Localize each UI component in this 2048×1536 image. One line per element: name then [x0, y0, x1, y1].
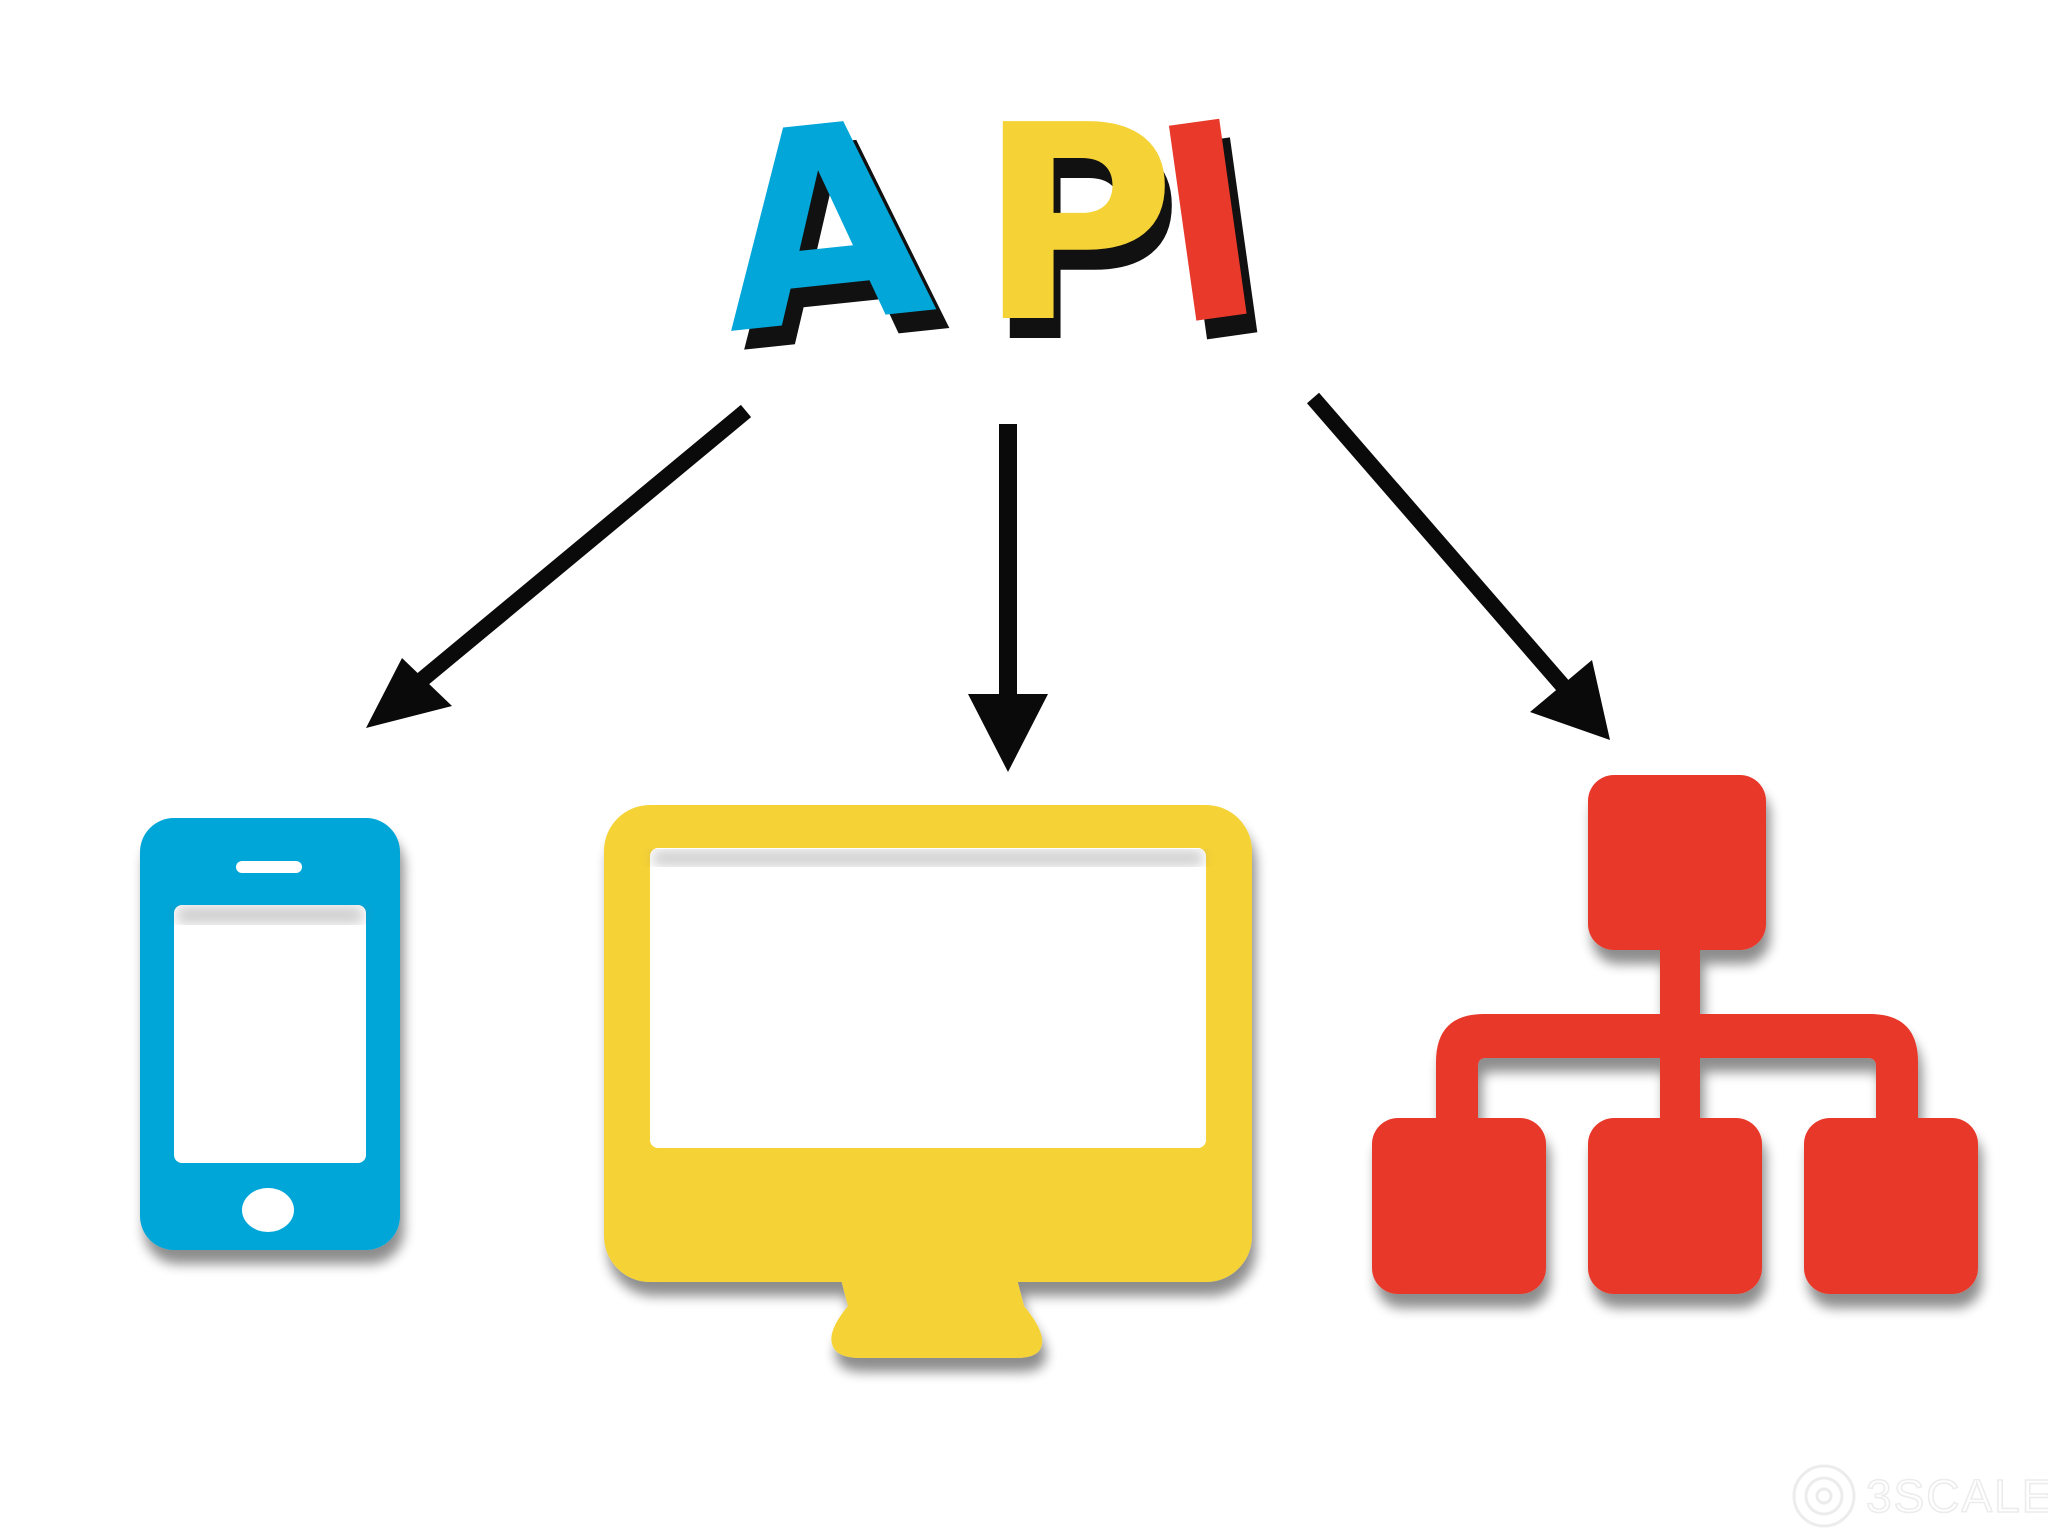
- desktop-monitor-icon: [604, 805, 1252, 1358]
- watermark-text: 3SCALE: [1866, 1470, 2048, 1522]
- svg-text:P: P: [985, 87, 1183, 402]
- svg-text:A: A: [717, 78, 960, 413]
- watermark-logo-icon: [1792, 1464, 1856, 1528]
- api-title-shadow: A P I: [717, 78, 1291, 413]
- mobile-phone-icon: [140, 818, 400, 1250]
- watermark: 3SCALE: [1792, 1464, 2048, 1528]
- api-letter-p: P: [978, 67, 1176, 382]
- api-letter-a: A: [704, 59, 947, 394]
- arrow-to-mobile: [366, 404, 752, 728]
- api-title: A P I A P I: [704, 59, 1291, 413]
- monitor-screen-shadow: [652, 850, 1204, 866]
- arrow-to-desktop: [968, 424, 1048, 772]
- mobile-screen-shadow: [176, 906, 364, 924]
- network-hierarchy-icon: [1372, 775, 1978, 1294]
- arrow-to-network: [1306, 392, 1610, 740]
